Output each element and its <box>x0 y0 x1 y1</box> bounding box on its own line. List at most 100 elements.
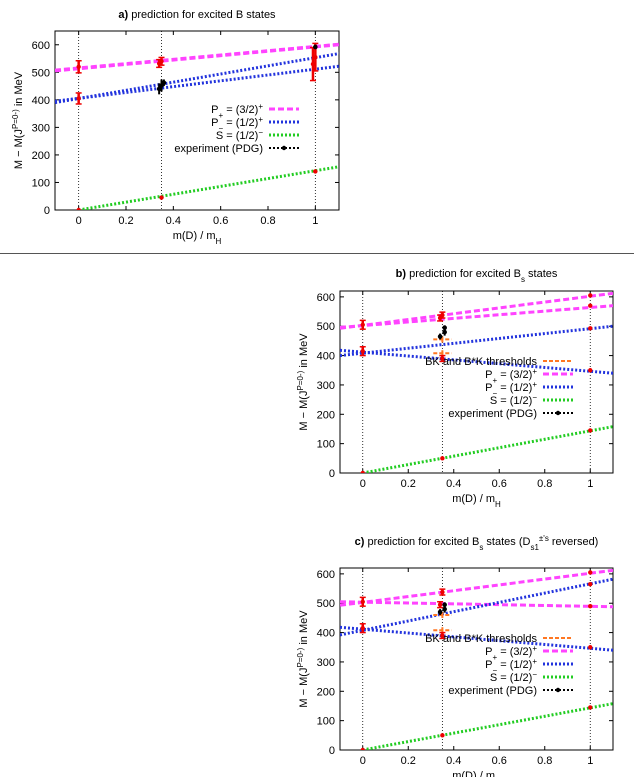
y-tick-label: 200 <box>317 409 335 421</box>
x-tick-label: 0.6 <box>492 755 507 767</box>
lattice-point <box>588 293 593 298</box>
x-tick-label: 0 <box>76 215 82 227</box>
lattice-point <box>588 570 593 575</box>
x-tick-label: 0 <box>360 478 366 490</box>
lattice-point <box>588 326 593 331</box>
plot-frame <box>339 290 614 474</box>
lattice-point <box>360 470 365 473</box>
y-tick-label: 300 <box>32 122 50 134</box>
x-axis-label: m(D) / mH <box>452 770 501 777</box>
lattice-point <box>588 645 593 650</box>
y-tick-label: 500 <box>317 598 335 610</box>
series-line <box>362 425 613 473</box>
plot-area <box>55 42 339 210</box>
x-tick-label: 0.6 <box>492 478 507 490</box>
series-line <box>78 165 339 210</box>
series-line <box>362 702 613 750</box>
x-tick-label: 0.4 <box>446 478 461 490</box>
y-tick-label: 300 <box>317 657 335 669</box>
x-tick-label: 1 <box>587 755 593 767</box>
lattice-point <box>440 456 445 461</box>
legend-label: P+ = (3/2)+ <box>485 644 537 662</box>
series-line <box>340 304 613 329</box>
experiment-point <box>313 44 318 50</box>
lattice-point <box>588 303 593 308</box>
x-tick-label: 0.8 <box>537 755 552 767</box>
x-tick-label: 0.4 <box>446 755 461 767</box>
plot-area <box>340 568 613 750</box>
lattice-point <box>76 207 81 210</box>
legend-label: experiment (PDG) <box>448 685 537 697</box>
series-line <box>340 577 613 637</box>
y-tick-label: 400 <box>32 95 50 107</box>
lattice-point <box>310 61 316 67</box>
lattice-point <box>313 169 318 174</box>
experiment-point <box>442 602 447 607</box>
lattice-point <box>588 428 593 433</box>
lattice-point <box>440 733 445 738</box>
experiment-point <box>156 86 162 92</box>
y-tick-label: 200 <box>32 150 50 162</box>
legend-label: S = (1/2)− <box>490 670 538 685</box>
y-tick-label: 0 <box>44 205 50 217</box>
y-tick-label: 100 <box>317 439 335 451</box>
lattice-point <box>360 625 365 631</box>
lattice-point <box>159 59 164 64</box>
y-tick-label: 600 <box>32 40 50 52</box>
lattice-point <box>588 705 593 710</box>
y-tick-label: 500 <box>32 67 50 79</box>
y-tick-label: 0 <box>329 468 335 480</box>
y-tick-label: 600 <box>317 569 335 581</box>
legend-label: experiment (PDG) <box>174 143 263 155</box>
chart-title: b) prediction for excited Bs states <box>396 268 558 284</box>
legend-label: P+ = (3/2)+ <box>211 102 263 120</box>
x-tick-label: 0.2 <box>401 755 416 767</box>
lattice-point <box>360 747 365 750</box>
lattice-point <box>440 356 445 361</box>
legend-point <box>555 687 561 693</box>
experiment-point <box>442 329 447 335</box>
lattice-point <box>440 589 445 595</box>
legend-label: P− = (1/2)+ <box>485 657 537 675</box>
x-tick-label: 1 <box>587 478 593 490</box>
plot-frame <box>339 567 614 751</box>
lattice-point <box>440 312 445 318</box>
chart-title: a) prediction for excited B states <box>118 9 276 21</box>
y-tick-label: 0 <box>329 745 335 757</box>
plot-frame <box>54 30 340 211</box>
y-tick-label: 400 <box>317 628 335 640</box>
experiment-point <box>442 606 447 612</box>
y-tick-label: 200 <box>317 686 335 698</box>
legend-label: S = (1/2)− <box>216 128 264 143</box>
experiment-point <box>437 609 443 615</box>
legend-label: P+ = (3/2)+ <box>485 367 537 385</box>
legend-label: BK and B*K thresholds <box>425 356 537 368</box>
experiment-point <box>442 325 447 330</box>
legend-label: P− = (1/2)+ <box>211 115 263 133</box>
legend-label: S = (1/2)− <box>490 393 538 408</box>
lattice-point <box>360 322 365 327</box>
lattice-point <box>313 54 318 60</box>
y-axis-label: M − M(JP=0-) in MeV <box>11 71 26 169</box>
x-tick-label: 1 <box>312 215 318 227</box>
lattice-point <box>588 581 593 587</box>
x-tick-label: 0.4 <box>166 215 181 227</box>
legend-point <box>281 145 287 151</box>
lattice-point <box>437 602 443 607</box>
chart-title: c) prediction for excited Bs states (Ds1… <box>355 534 599 552</box>
legend-point <box>555 410 561 416</box>
lattice-point <box>360 599 365 604</box>
series-line <box>340 625 613 652</box>
y-axis-label: M − M(JP=0-) in MeV <box>296 333 311 431</box>
x-tick-label: 0.8 <box>260 215 275 227</box>
series-line <box>340 600 613 609</box>
series-line <box>340 348 613 375</box>
panel-divider <box>0 253 634 254</box>
y-tick-label: 100 <box>317 716 335 728</box>
x-tick-label: 0.6 <box>213 215 228 227</box>
y-tick-label: 600 <box>317 292 335 304</box>
lattice-point <box>76 64 81 70</box>
